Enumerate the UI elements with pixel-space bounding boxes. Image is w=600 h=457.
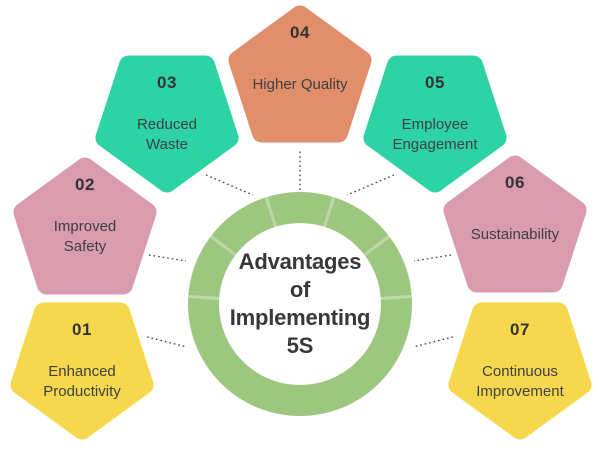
- item-number: 05: [425, 73, 445, 92]
- item-label: Improved Safety: [53, 217, 117, 255]
- item-number: 07: [510, 320, 530, 339]
- item-label: Enhanced Productivity: [43, 362, 121, 400]
- item-label: Sustainability: [470, 225, 560, 243]
- pentagon-07-continuous-improvement: 07 Continuous Improvement: [445, 296, 595, 446]
- pentagon-03-reduced-waste: 03 Reduced Waste: [92, 49, 242, 199]
- item-number: 02: [75, 175, 95, 194]
- pentagon-shape: [228, 5, 372, 143]
- pentagon-02-improved-safety: 02 Improved Safety: [10, 151, 160, 301]
- pentagon-shape: [10, 302, 154, 440]
- item-number: 01: [72, 320, 92, 339]
- pentagon-06-sustainability: 06 Sustainability: [440, 149, 590, 299]
- pentagon-shape: [95, 55, 239, 193]
- pentagon-shape: [443, 155, 587, 293]
- item-label: Continuous Improvement: [476, 362, 564, 400]
- center-title: Advantages of Implementing 5S: [229, 248, 371, 359]
- pentagon-01-enhanced-productivity: 01 Enhanced Productivity: [7, 296, 157, 446]
- pentagon-shape: [363, 55, 507, 193]
- pentagon-05-employee-engagement: 05 Employee Engagement: [360, 49, 510, 199]
- pentagon-shape: [448, 302, 592, 440]
- item-label: Reduced Waste: [136, 115, 198, 153]
- item-label: Employee Engagement: [392, 115, 478, 153]
- item-number: 03: [157, 73, 177, 92]
- pentagon-shape: [13, 157, 157, 295]
- item-number: 04: [290, 23, 310, 42]
- item-label: Higher Quality: [252, 75, 348, 93]
- item-number: 06: [505, 173, 525, 192]
- pentagon-04-higher-quality: 04 Higher Quality: [225, 0, 375, 149]
